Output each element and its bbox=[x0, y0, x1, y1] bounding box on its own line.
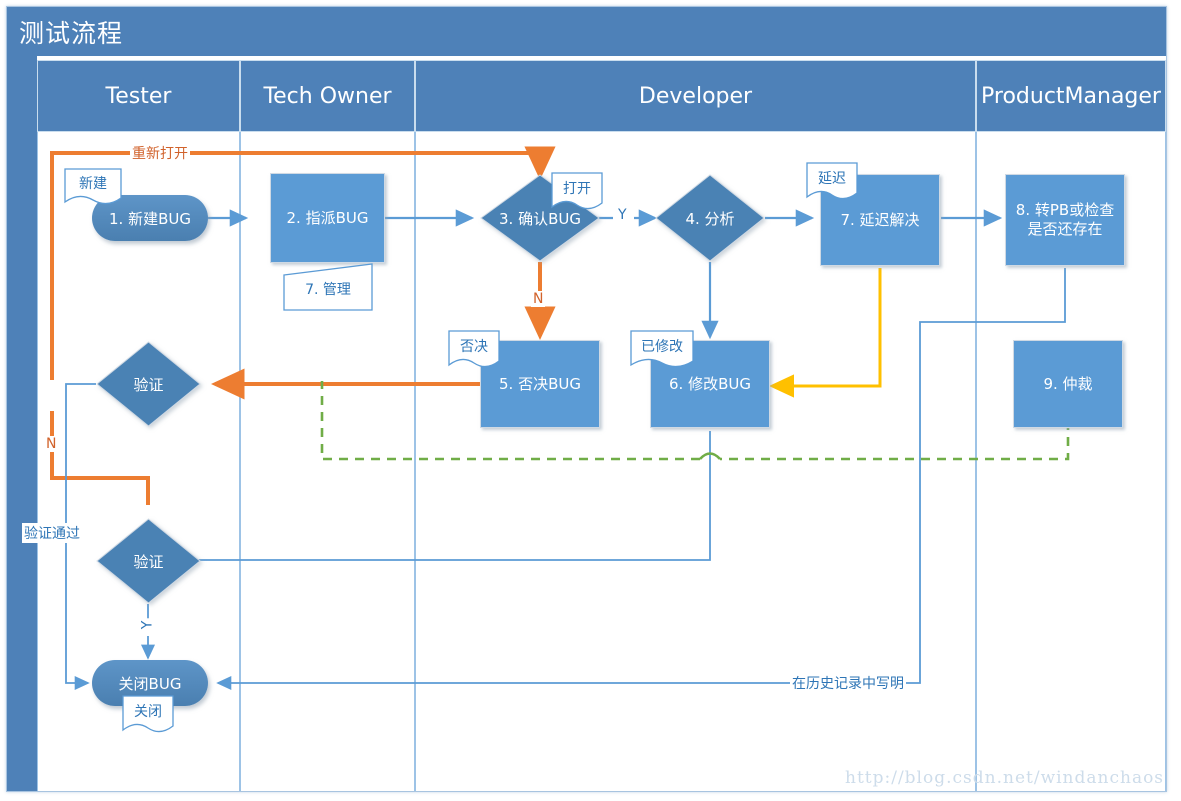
lane-header-product-manager: ProductManager bbox=[976, 60, 1166, 132]
lane-header-developer: Developer bbox=[415, 60, 976, 132]
node-analyze[interactable]: 4. 分析 bbox=[655, 174, 765, 262]
edge-label-verify-no: N bbox=[44, 436, 59, 452]
annotation-reject: 否决 bbox=[448, 330, 500, 372]
node-transfer-pb[interactable]: 8. 转PB或检查是否还存在 bbox=[1005, 174, 1125, 266]
annotation-closed: 关闭 bbox=[122, 695, 174, 737]
watermark: http://blog.csdn.net/windanchaos bbox=[845, 768, 1165, 788]
annotation-delay: 延迟 bbox=[806, 162, 858, 204]
annotation-manage: 7. 管理 bbox=[283, 263, 373, 311]
node-verify-2[interactable]: 验证 bbox=[96, 518, 201, 604]
node-assign-bug[interactable]: 2. 指派BUG bbox=[270, 173, 385, 263]
edge-label-verify-pass: 验证通过 bbox=[22, 523, 82, 543]
edge-label-confirm-no: N bbox=[531, 291, 546, 307]
page-title: 测试流程 bbox=[19, 18, 124, 48]
lane-header-tech-owner: Tech Owner bbox=[240, 60, 415, 132]
edge-label-verify-yes: Y bbox=[139, 618, 156, 632]
lane-left-strip bbox=[7, 56, 37, 791]
lane-header-tester: Tester bbox=[37, 60, 240, 132]
edge-label-reopen: 重新打开 bbox=[130, 143, 190, 163]
annotation-fixed: 已修改 bbox=[630, 330, 694, 372]
annotation-new: 新建 bbox=[64, 168, 122, 208]
diagram-title-bar: 测试流程 bbox=[7, 7, 1166, 56]
annotation-open: 打开 bbox=[551, 172, 603, 214]
edge-label-confirm-yes: Y bbox=[616, 207, 629, 223]
node-arbitrate[interactable]: 9. 仲裁 bbox=[1013, 340, 1123, 428]
edge-label-history-note: 在历史记录中写明 bbox=[790, 673, 906, 693]
node-verify-1[interactable]: 验证 bbox=[96, 341, 201, 427]
